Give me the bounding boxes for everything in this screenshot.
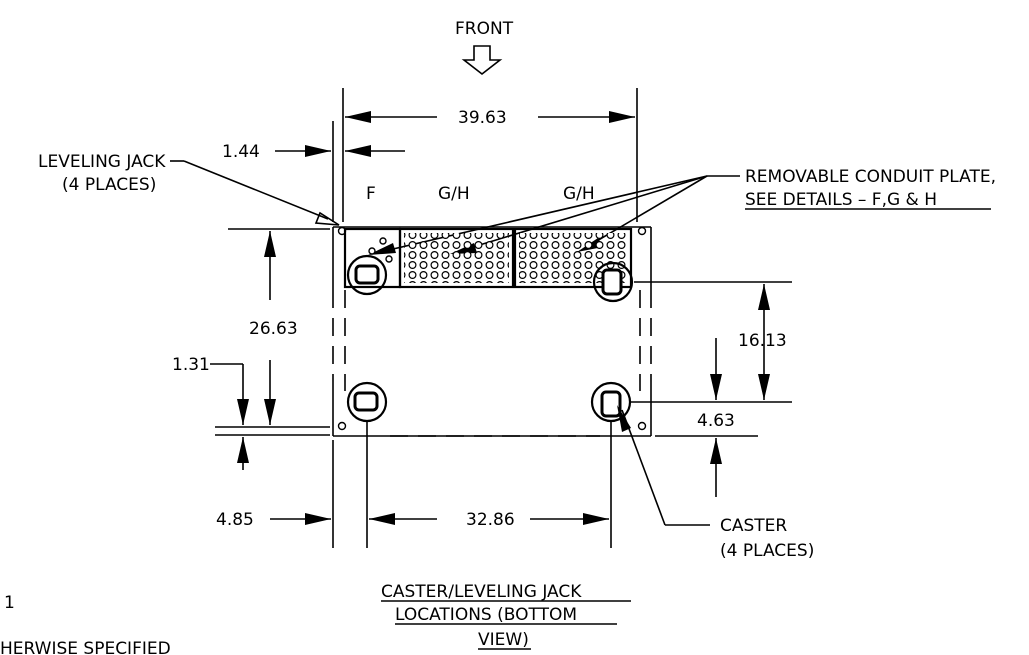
dim-depth: 26.63 — [228, 228, 330, 425]
dim-bottom-offset-value: 1.31 — [172, 355, 210, 375]
caster-icon — [346, 254, 388, 296]
view-title-line-3: VIEW) — [478, 630, 529, 650]
cabinet-outline — [332, 226, 652, 437]
dim-caster-spacing-depth-value: 16.13 — [738, 331, 787, 351]
dim-depth-value: 26.63 — [249, 319, 298, 339]
dim-caster-side-offset-value: 4.85 — [216, 510, 254, 530]
caster-qty: (4 PLACES) — [720, 541, 814, 561]
leveling-jack-leader — [170, 160, 340, 226]
conduit-plate-detail: SEE DETAILS – F,G & H — [745, 190, 937, 210]
corner-hole-icon — [337, 421, 347, 431]
corner-hole-icon — [637, 421, 647, 431]
dim-overall-width-value: 39.63 — [458, 108, 507, 128]
dim-caster-depth: 16.13 4.63 — [630, 281, 792, 497]
conduit-plate-gh-2 — [513, 227, 633, 289]
dim-caster-spacing-width-value: 32.86 — [466, 510, 515, 530]
view-title-line-2: LOCATIONS (BOTTOM — [395, 605, 577, 625]
caster-icon — [346, 381, 388, 423]
dim-overall-width: 39.63 — [342, 88, 638, 222]
conduit-plate-gh-1 — [398, 227, 515, 289]
dim-jack-offset-value: 1.44 — [222, 142, 260, 162]
dim-caster-edge-offset-value: 4.63 — [697, 411, 735, 431]
conduit-plate-label: REMOVABLE CONDUIT PLATE, — [745, 167, 996, 187]
caster-leader — [617, 405, 710, 526]
dim-caster-width: 4.85 32.86 — [216, 420, 612, 548]
leveling-jack-qty: (4 PLACES) — [62, 175, 156, 195]
plate-label-gh-2: G/H — [563, 184, 595, 204]
plate-label-gh-1: G/H — [438, 184, 470, 204]
edge-note-1: 1 — [4, 593, 15, 613]
caster-icon — [592, 261, 634, 303]
plate-label-f: F — [366, 184, 376, 204]
view-title-line-1: CASTER/LEVELING JACK — [381, 582, 582, 602]
leveling-jack-label: LEVELING JACK — [38, 152, 166, 172]
corner-hole-icon — [637, 226, 647, 236]
dim-jack-offset: 1.44 — [222, 121, 405, 222]
caster-label: CASTER — [720, 516, 787, 536]
front-arrow-icon — [461, 45, 503, 76]
edge-note-2: HERWISE SPECIFIED — [0, 639, 171, 655]
dim-bottom-offset: 1.31 — [172, 355, 330, 470]
front-label: FRONT — [455, 19, 514, 39]
